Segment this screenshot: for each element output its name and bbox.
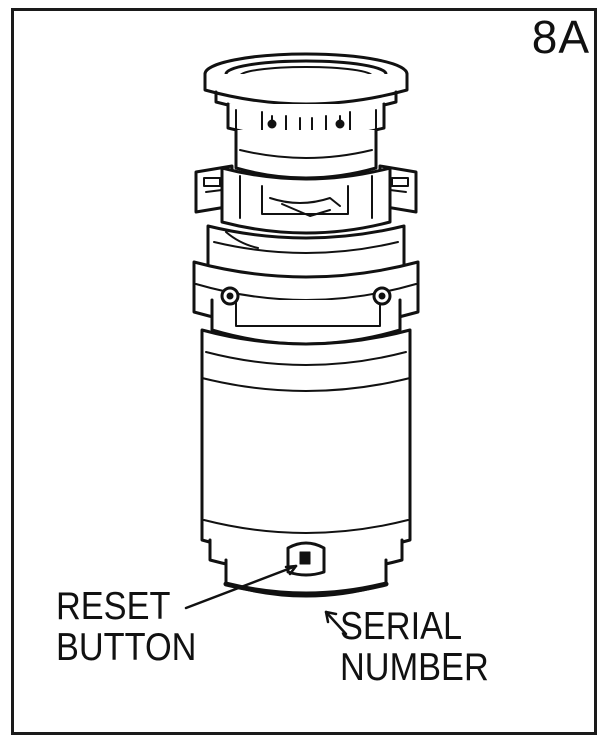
serial-leader <box>324 610 348 636</box>
upper-neck <box>234 128 378 180</box>
serial-callout-line1: SERIAL <box>340 605 463 648</box>
figure-label: 8A <box>531 11 590 63</box>
hopper-collar <box>220 166 392 235</box>
reset-leader <box>184 564 298 610</box>
mounting-ring <box>226 102 386 143</box>
reset-button <box>286 541 326 577</box>
serial-callout-line2: NUMBER <box>340 646 489 689</box>
reset-callout-line1: RESET <box>56 585 171 628</box>
motor-body <box>200 328 412 557</box>
reset-button-callout: RESET BUTTON <box>56 586 196 668</box>
reset-callout-line2: BUTTON <box>56 626 197 669</box>
motor-shoulder <box>192 260 420 346</box>
serial-number-callout: SERIAL NUMBER <box>340 606 489 688</box>
